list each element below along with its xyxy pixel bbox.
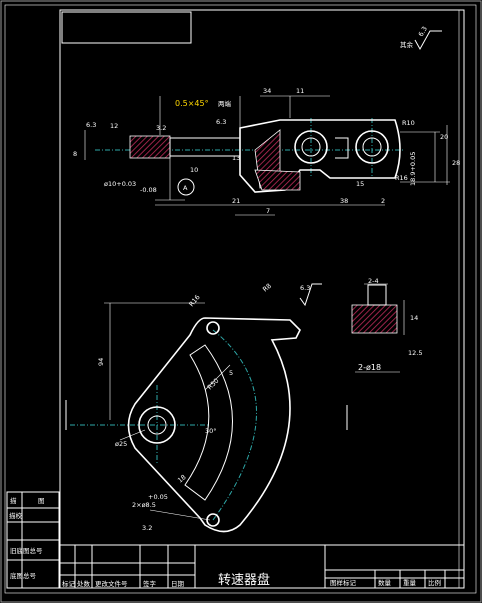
fv-angle: 30° <box>205 427 217 435</box>
dim-r16: R16 <box>395 174 408 182</box>
fv-roughness-b: 12.5 <box>408 349 422 357</box>
dim-roughness-a: 6.3 <box>86 121 96 129</box>
r50-leader <box>204 364 231 391</box>
fv-roughness-c: 3.2 <box>142 524 152 532</box>
tb-row-label-3: 签字 <box>143 579 157 588</box>
fv-keyway: 2-4 <box>368 277 379 285</box>
fv-holes: 2×ø8.5 <box>132 501 156 509</box>
surface-finish-note: 其余 <box>400 40 414 49</box>
left-label-1: 图 <box>38 497 45 505</box>
title-block-frame <box>59 544 465 589</box>
front-view-top-hole <box>206 321 220 335</box>
dim-roughness-c: 6.3 <box>216 118 226 126</box>
fv-d94: 94 <box>97 358 105 366</box>
dim-d28: 28 <box>452 159 460 167</box>
fv-d5: 5 <box>229 369 233 377</box>
dim-d10: 10 <box>190 166 198 174</box>
title-block: 转速器盘 图样标记 数量 重量 比例 标记 处数 更改文件号 签字 日期 <box>59 544 465 589</box>
dim-bore-lower: -0.08 <box>140 186 157 194</box>
dim-d21: 21 <box>232 197 240 205</box>
fv-r8: R8 <box>261 282 273 294</box>
front-view-bottom-hole <box>206 513 220 527</box>
left-side-block: 描 图 描校 旧底图总号 底图总号 <box>6 491 60 589</box>
inner-frame <box>59 9 465 589</box>
datum-label: A <box>183 184 188 192</box>
surface-finish-symbol <box>414 30 442 51</box>
top-view-hole-1-inner <box>301 137 321 157</box>
tb-label-2: 重量 <box>403 579 417 587</box>
top-view-left-section <box>129 135 171 159</box>
left-label-2: 描校 <box>9 511 23 520</box>
dim-roughness-b: 3.2 <box>156 124 166 132</box>
front-view-inner-slot <box>184 344 233 501</box>
top-view-hole-2 <box>355 130 389 164</box>
tb-row-label-2: 更改文件号 <box>95 579 128 588</box>
dim-tolerance: 18.9+0.05 <box>409 152 417 186</box>
fv-d2x: 2-ø18 <box>358 363 381 372</box>
tb-row-label-1: 处数 <box>77 579 91 588</box>
top-view-hole-1 <box>294 130 328 164</box>
front-view: R16 R8 6.3 2-4 14 12.5 2-ø18 94 R50 5 ø2… <box>65 277 422 533</box>
top-view-hole-2-inner <box>362 137 382 157</box>
top-view-slot <box>335 137 349 159</box>
tb-label-3: 比例 <box>428 578 441 587</box>
fv-d18: 18 <box>176 473 187 484</box>
dim-chamfer-note: 两端 <box>218 99 232 108</box>
dim-r10: R10 <box>402 119 415 127</box>
dim-d38: 38 <box>340 197 348 205</box>
fv-d25: ø25 <box>115 440 127 448</box>
front-view-hub-inner <box>147 415 167 435</box>
top-view: 0.5×45° 两端 34 11 6.3 8 12 3.2 6.3 R10 20… <box>73 87 460 216</box>
front-view-section-b <box>367 284 387 306</box>
tb-label-1: 数量 <box>378 578 392 587</box>
left-label-0: 描 <box>10 496 17 505</box>
fv-roughness: 6.3 <box>300 284 310 292</box>
front-view-section-a <box>351 304 398 334</box>
fv-holes-tol: +0.05 <box>148 493 168 501</box>
tb-row-label-0: 标记 <box>62 579 76 588</box>
top-view-hatch-lower <box>254 169 301 191</box>
fv-roughness-symbol <box>299 283 322 307</box>
dim-d34: 34 <box>263 87 271 95</box>
dim-chamfer: 0.5×45° <box>175 99 209 108</box>
dim-d11: 11 <box>296 87 304 95</box>
tb-label-0: 图样标记 <box>330 578 357 587</box>
dim-d13: 13 <box>232 154 240 162</box>
left-label-3: 旧底图总号 <box>10 546 43 555</box>
front-view-hub-outer <box>138 406 176 444</box>
dim-d7: 7 <box>266 207 270 215</box>
fv-d14: 14 <box>410 314 418 322</box>
top-view-shaft <box>169 137 241 157</box>
tb-row-label-4: 日期 <box>171 580 185 588</box>
fv-r50: R50 <box>206 377 221 392</box>
dim-bore: ø10+0.03 <box>104 180 136 188</box>
part-name: 转速器盘 <box>218 572 270 588</box>
datum-circle <box>177 178 195 196</box>
left-label-4: 底图总号 <box>10 571 37 580</box>
corner-code-box <box>61 11 192 44</box>
dim-left-thickness: 8 <box>73 150 77 158</box>
holes-leader <box>149 509 211 521</box>
front-view-arc-centerline <box>212 329 257 521</box>
front-view-outline <box>127 317 301 533</box>
dim-d15: 15 <box>356 180 364 188</box>
dim-left-height: 12 <box>110 122 118 130</box>
dim-d2: 2 <box>381 197 385 205</box>
drawing-frame <box>4 4 477 594</box>
d25-leader <box>119 429 146 441</box>
fv-r16: R16 <box>187 293 201 308</box>
dim-d20: 20 <box>440 133 448 141</box>
